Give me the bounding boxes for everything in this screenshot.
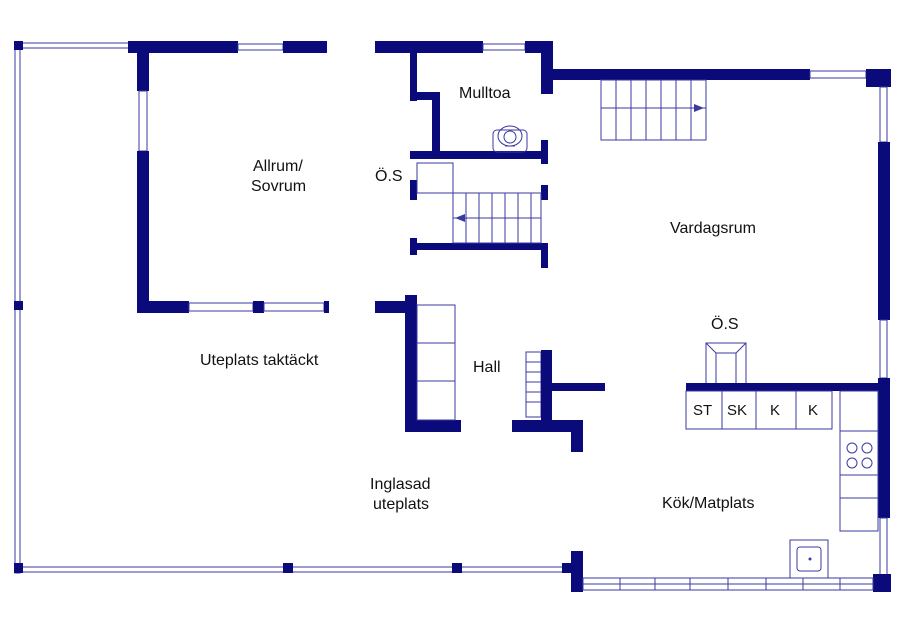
stair-lower [452,192,542,244]
label-hall: Hall [473,359,501,376]
allrum-walls [128,41,329,313]
label-vardagsrum: Vardagsrum [670,220,756,237]
kitchen-unit-k1: K [770,402,780,419]
label-allrum-line2: Sovrum [251,178,306,195]
kitchen-unit-st: ST [693,402,712,419]
stair-upper [600,79,707,141]
label-kok: Kök/Matplats [662,495,754,512]
veranda-glazing [14,41,576,574]
toilet-icon [492,125,528,153]
label-allrum-line1: Allrum/ [253,158,303,175]
kitchen-counter [685,383,886,579]
label-uteplats-taktackt: Uteplats taktäckt [200,352,319,369]
kitchen-unit-sk: SK [727,402,747,419]
stair-hall [525,351,542,418]
hall-walls [375,295,605,452]
label-mulltoa: Mulltoa [459,85,511,102]
kitchen-bottom-wall [562,551,874,592]
right-exterior-wall [873,86,891,592]
mulltoa-walls [375,41,891,268]
stove-icon [846,442,873,469]
label-inglasad-line2: uteplats [373,496,429,513]
label-inglasad-line1: Inglasad [370,476,431,493]
fireplace [705,342,747,386]
kitchen-unit-k2: K [808,402,818,419]
label-os-fireplace: Ö.S [711,315,739,333]
label-os-stair: Ö.S [375,167,403,185]
